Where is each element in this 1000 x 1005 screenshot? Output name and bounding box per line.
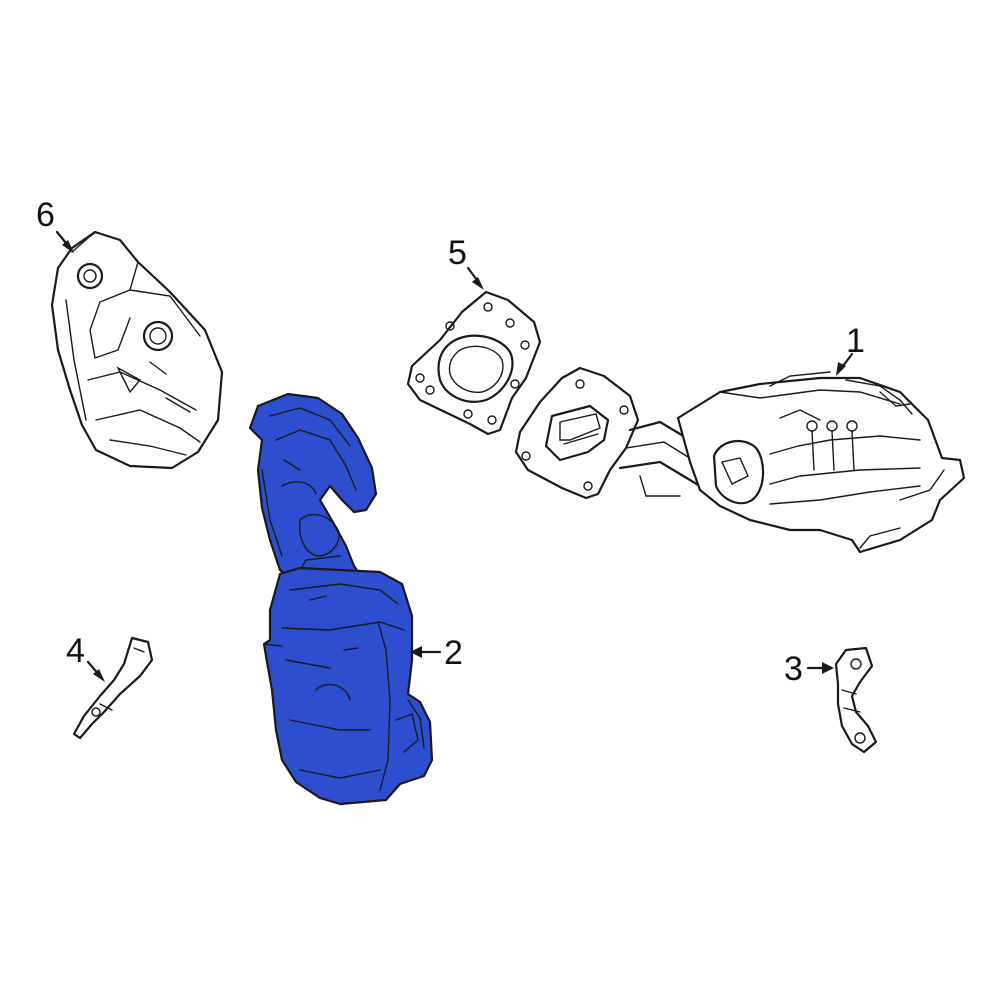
part-4-leader-arrow	[86, 660, 105, 682]
part-2-leader-arrow	[410, 646, 442, 658]
callout-6: 6	[36, 196, 55, 234]
callout-5: 5	[448, 234, 467, 272]
part-4-bracket[interactable]	[72, 636, 154, 740]
part-6-leader-arrow	[55, 230, 74, 253]
part-5-leader-arrow	[466, 266, 484, 290]
part-3-leader-arrow	[806, 662, 834, 674]
part-5-gasket[interactable]	[406, 290, 542, 436]
callout-4: 4	[66, 632, 85, 670]
callout-3: 3	[784, 650, 803, 688]
part-1-converter-assembly[interactable]	[514, 366, 966, 554]
part-3-bracket[interactable]	[834, 646, 878, 754]
callout-1: 1	[846, 322, 865, 360]
part-1-leader-arrow	[836, 352, 854, 376]
callout-2: 2	[444, 634, 463, 672]
part-6-heat-shield[interactable]	[50, 230, 224, 470]
part-2-converter-highlighted[interactable]	[248, 392, 434, 806]
